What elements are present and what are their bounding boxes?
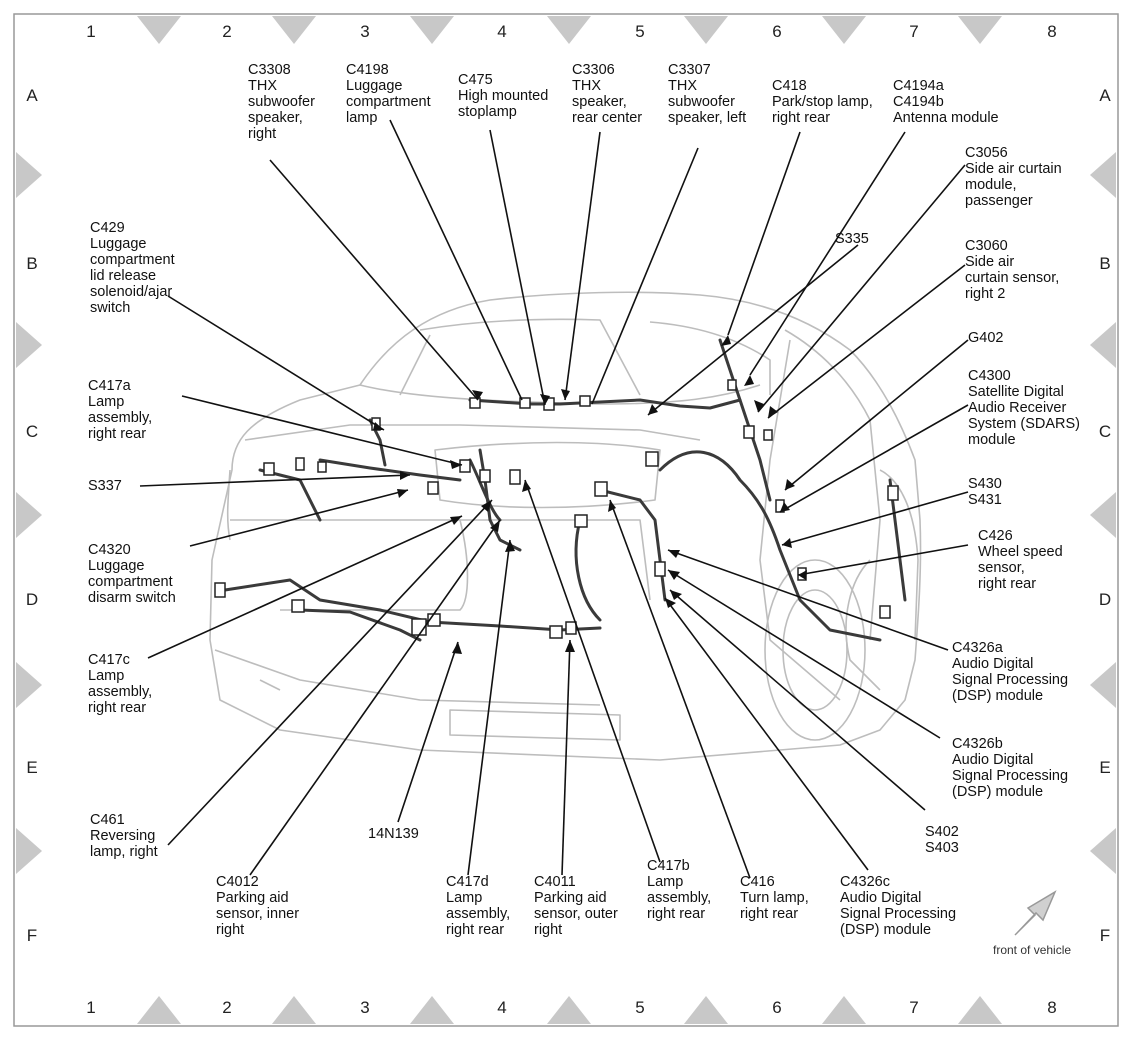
label-c3306: C3306 THX speaker, rear center: [572, 62, 643, 126]
col-4-top: 4: [497, 22, 507, 41]
row-f-right: F: [1099, 926, 1111, 945]
col-2-top: 2: [222, 22, 232, 41]
label-c4198: C4198 Luggage compartment lamp: [346, 62, 431, 126]
label-s430: S430 S431: [968, 476, 1002, 508]
label-14n139: 14N139: [368, 826, 419, 842]
row-d-right: D: [1098, 590, 1112, 609]
front-arrow-icon: [1014, 890, 1057, 936]
label-c417b: C417b Lamp assembly, right rear: [647, 858, 712, 922]
col-7-bottom: 7: [909, 998, 919, 1017]
col-4-bottom: 4: [497, 998, 507, 1017]
col-8-top: 8: [1047, 22, 1057, 41]
label-c3056: C3056 Side air curtain module, passenger: [965, 145, 1062, 209]
row-c-left: C: [25, 422, 39, 441]
col-2-bottom: 2: [222, 998, 232, 1017]
col-8-bottom: 8: [1047, 998, 1057, 1017]
label-g402: G402: [968, 330, 1004, 346]
row-a-left: A: [26, 86, 38, 105]
row-e-left: E: [26, 758, 38, 777]
col-3-top: 3: [360, 22, 370, 41]
label-c429: C429 Luggage compartment lid release sol…: [90, 220, 175, 316]
label-c417a: C417a Lamp assembly, right rear: [88, 378, 153, 442]
label-c3307: C3307 THX subwoofer speaker, left: [668, 62, 747, 126]
label-c4326a: C4326a Audio Digital Signal Processing (…: [952, 640, 1069, 704]
label-c3308: C3308 THX subwoofer speaker, right: [248, 62, 315, 142]
row-f-left: F: [26, 926, 38, 945]
label-c3060: C3060 Side air curtain sensor, right 2: [965, 238, 1060, 302]
grid-tabs-right: [1090, 152, 1116, 874]
vehicle-outline: [209, 291, 922, 761]
row-b-right: B: [1099, 254, 1111, 273]
label-c417c: C417c Lamp assembly, right rear: [88, 652, 153, 716]
grid-tabs-top: [137, 16, 1002, 44]
label-c418: C418 Park/stop lamp, right rear: [772, 78, 873, 126]
col-7-top: 7: [909, 22, 919, 41]
row-d-left: D: [25, 590, 39, 609]
col-5-bottom: 5: [635, 998, 645, 1017]
label-c426: C426 Wheel speed sensor, right rear: [978, 528, 1063, 592]
label-s402: S402 S403: [925, 824, 959, 856]
label-c417d: C417d Lamp assembly, right rear: [446, 874, 511, 938]
col-3-bottom: 3: [360, 998, 370, 1017]
col-1-top: 1: [86, 22, 96, 41]
label-c416: C416 Turn lamp, right rear: [740, 874, 809, 922]
label-c4300: C4300 Satellite Digital Audio Receiver S…: [968, 368, 1080, 448]
label-c4320: C4320 Luggage compartment disarm switch: [88, 542, 176, 606]
col-6-bottom: 6: [772, 998, 782, 1017]
label-c461: C461 Reversing lamp, right: [90, 812, 158, 860]
front-of-vehicle-label: front of vehicle: [993, 943, 1072, 957]
label-c475: C475 High mounted stoplamp: [458, 72, 549, 120]
label-s335: S335: [835, 231, 869, 247]
label-s337: S337: [88, 478, 122, 494]
row-a-right: A: [1099, 86, 1111, 105]
grid-tabs-left: [16, 152, 42, 874]
label-c4194: C4194a C4194b Antenna module: [893, 78, 999, 126]
label-c4326b: C4326b Audio Digital Signal Processing (…: [952, 736, 1069, 800]
row-b-left: B: [26, 254, 38, 273]
col-6-top: 6: [772, 22, 782, 41]
col-5-top: 5: [635, 22, 645, 41]
outer-border: [13, 13, 1119, 1027]
row-c-right: C: [1098, 422, 1112, 441]
connectors: [214, 379, 899, 639]
label-c4012: C4012 Parking aid sensor, inner right: [216, 874, 300, 938]
leader-arrows: [373, 335, 807, 654]
label-c4011: C4011 Parking aid sensor, outer right: [534, 874, 618, 938]
row-e-right: E: [1099, 758, 1111, 777]
col-1-bottom: 1: [86, 998, 96, 1017]
leader-lines: [139, 119, 969, 879]
grid-tabs-bottom: [137, 996, 1002, 1024]
label-c4326c: C4326c Audio Digital Signal Processing (…: [840, 874, 957, 938]
